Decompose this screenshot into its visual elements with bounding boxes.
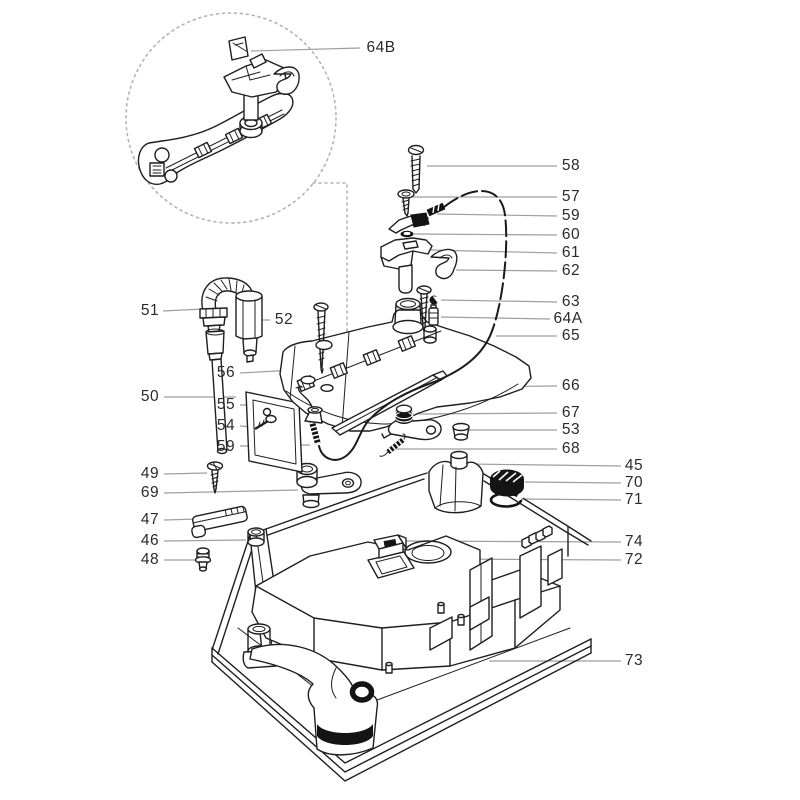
funnel-tower-45 xyxy=(428,450,484,514)
callout-label-47: 47 xyxy=(140,511,160,528)
leader-line-69 xyxy=(163,489,299,494)
leader-line-51 xyxy=(162,308,204,312)
base-rim-73 xyxy=(211,638,592,782)
leader-line-62 xyxy=(455,269,558,272)
leader-line-45 xyxy=(466,463,622,467)
leader-line-59R xyxy=(436,213,558,217)
leader-line-46 xyxy=(163,539,247,542)
screw-63 xyxy=(416,285,432,332)
clip-74 xyxy=(373,534,407,559)
callout-label-52: 52 xyxy=(274,311,294,328)
vent-grille xyxy=(521,525,553,549)
callout-label-72: 72 xyxy=(624,551,644,568)
base-unit xyxy=(211,450,592,782)
callout-label-60: 60 xyxy=(561,226,581,243)
callout-label-58: 58 xyxy=(561,157,581,174)
mounting-plate-55 xyxy=(245,391,303,473)
callout-label-64B: 64B xyxy=(366,39,396,56)
bowden-cable-65 xyxy=(297,190,508,461)
callout-label-59R: 59 xyxy=(561,207,581,224)
screw-57 xyxy=(397,189,415,217)
pin-64a xyxy=(428,304,439,326)
inner-cover xyxy=(251,525,563,671)
valve-mechanism-detail xyxy=(223,53,300,139)
vent-hose-50 xyxy=(199,277,254,455)
callout-label-64A: 64A xyxy=(553,310,583,327)
crank-arm-69 xyxy=(296,462,362,509)
clip-62 xyxy=(430,248,458,280)
callout-label-55: 55 xyxy=(216,396,236,413)
callout-label-62: 62 xyxy=(561,262,581,279)
callout-label-48: 48 xyxy=(140,551,160,568)
projection-lines xyxy=(312,182,348,347)
o-ring-60 xyxy=(400,230,414,238)
callout-label-57: 57 xyxy=(561,188,581,205)
callout-label-73: 73 xyxy=(624,652,644,669)
leader-line-71 xyxy=(521,498,622,501)
callout-label-63: 63 xyxy=(561,293,581,310)
floor-pegs xyxy=(385,601,465,674)
detail-inset-circle xyxy=(125,12,337,224)
bushing-46 xyxy=(247,527,265,547)
valve-lever-67 xyxy=(381,404,442,441)
spring-68 xyxy=(379,433,406,457)
callout-label-45: 45 xyxy=(624,457,644,474)
callout-label-53: 53 xyxy=(561,421,581,438)
callout-label-66: 66 xyxy=(561,377,581,394)
callout-label-49: 49 xyxy=(140,465,160,482)
plate-screw-54 xyxy=(254,414,277,431)
callout-label-59L: 59 xyxy=(216,438,236,455)
waste-elbow xyxy=(242,623,379,756)
cap-53 xyxy=(452,422,470,441)
callout-label-70: 70 xyxy=(624,474,644,491)
bracket-61 xyxy=(380,237,433,294)
callout-label-56: 56 xyxy=(216,364,236,381)
leader-line-49 xyxy=(163,472,208,475)
callout-label-46: 46 xyxy=(140,532,160,549)
callout-label-65: 65 xyxy=(561,327,581,344)
leader-line-60 xyxy=(413,233,558,236)
latch-47 xyxy=(191,505,248,539)
seal-70 xyxy=(490,469,524,497)
leader-line-64B xyxy=(250,47,361,52)
retaining-clip-63 xyxy=(429,295,442,306)
cable-adjuster-59 xyxy=(426,202,446,217)
clip-64b xyxy=(228,36,249,61)
callout-label-61: 61 xyxy=(561,244,581,261)
bowl-opening-72 xyxy=(404,540,452,564)
leader-line-70 xyxy=(524,481,622,484)
callout-label-50: 50 xyxy=(140,388,160,405)
mounting-arm-detail xyxy=(137,92,294,186)
leader-line-63 xyxy=(439,299,558,303)
screw-49 xyxy=(206,461,224,494)
callout-label-68: 68 xyxy=(561,440,581,457)
o-ring-71 xyxy=(489,492,523,508)
screw-58 xyxy=(407,144,425,194)
cable-end-spring-59 xyxy=(297,385,323,445)
tank-screw xyxy=(313,302,333,374)
callout-label-51: 51 xyxy=(140,302,160,319)
flush-tank-56 xyxy=(279,297,532,432)
callout-label-74: 74 xyxy=(624,533,644,550)
cable-lever xyxy=(388,212,430,234)
callout-label-69: 69 xyxy=(140,484,160,501)
callout-label-54: 54 xyxy=(216,417,236,434)
callout-label-67: 67 xyxy=(561,404,581,421)
callout-label-71: 71 xyxy=(624,491,644,508)
bolt-48 xyxy=(194,547,212,572)
hose-connector-52 xyxy=(235,290,263,363)
leader-line-67 xyxy=(418,412,558,415)
